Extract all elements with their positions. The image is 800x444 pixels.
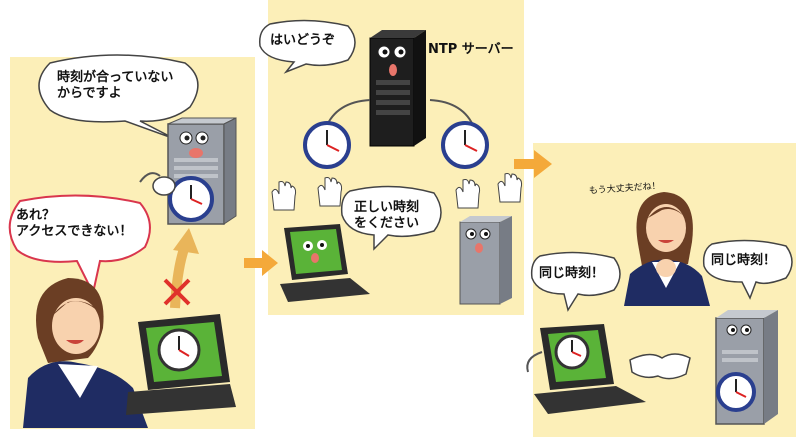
ntp-speech-text: はいどうぞ xyxy=(270,33,336,48)
speech-bubble xyxy=(340,185,442,251)
speech-bubble xyxy=(38,54,199,140)
speech-bubble xyxy=(702,239,793,300)
girl-illustration xyxy=(23,278,148,428)
glove-hand-icon xyxy=(317,177,343,207)
server-speech-text: 時刻が合っていない からですよ xyxy=(57,70,174,102)
clock-icon xyxy=(554,334,590,370)
speech-bubble xyxy=(258,19,356,74)
clock-icon xyxy=(168,176,214,222)
server-icon xyxy=(459,216,512,305)
server-icon xyxy=(369,30,426,147)
ntp-server-label: NTP サーバー xyxy=(428,42,514,57)
girl-speech-text: あれ？ アクセスできない！ xyxy=(16,208,133,240)
clock-icon xyxy=(157,328,201,372)
laptop-speech-text: 正しい時刻 をください xyxy=(354,200,420,232)
cross-icon xyxy=(163,278,191,306)
arrow-icon xyxy=(514,150,552,178)
clock-icon xyxy=(716,372,756,412)
girl-illustration xyxy=(624,192,710,306)
glove-hand-icon xyxy=(139,172,176,196)
laptop-icon xyxy=(126,314,236,415)
laptop-same-time-text: 同じ時刻！ xyxy=(539,266,605,281)
arrow-icon xyxy=(244,250,278,276)
glove-hand-icon xyxy=(455,179,481,209)
arrow-icon xyxy=(170,228,199,309)
clock-icon xyxy=(441,121,489,169)
glove-hand-icon xyxy=(497,173,523,203)
clock-icon xyxy=(303,121,351,169)
laptop-icon xyxy=(280,224,370,302)
glove-hand-icon xyxy=(271,181,297,211)
speech-bubble xyxy=(530,251,621,312)
server-same-time-text: 同じ時刻！ xyxy=(711,253,777,268)
handshake-icon xyxy=(629,353,691,380)
speech-bubble xyxy=(8,194,151,296)
